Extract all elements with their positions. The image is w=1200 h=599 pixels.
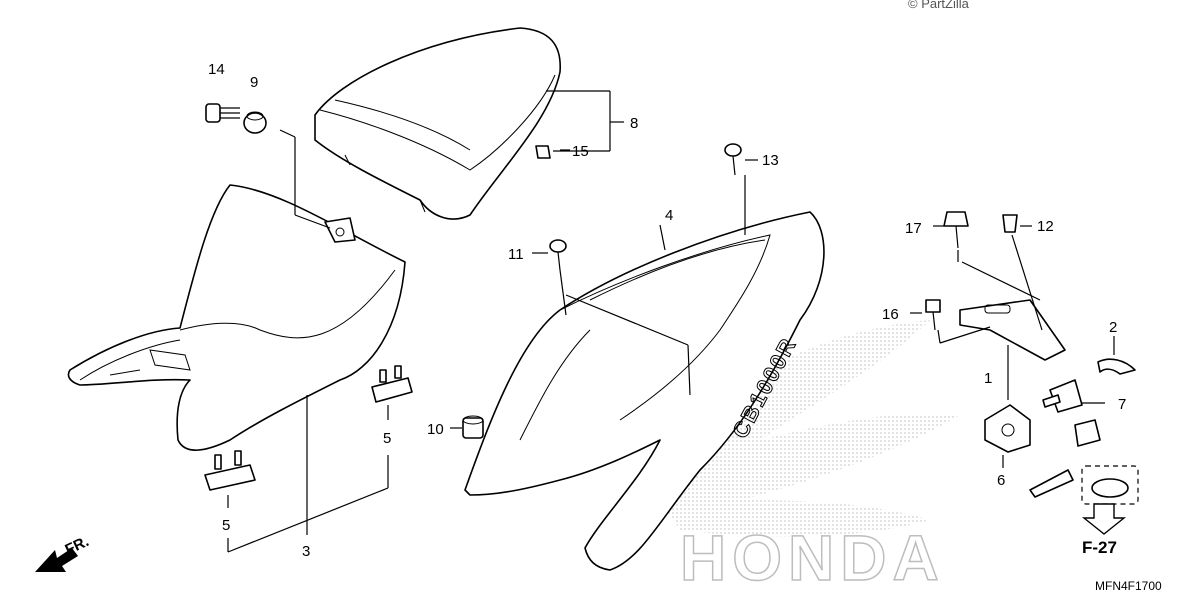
callout-5-right: 5 [383, 430, 391, 447]
rubber-cushion-left [204, 450, 256, 491]
front-arrow: FR. [35, 533, 92, 572]
grommet-10 [462, 415, 484, 439]
seat-catch-bracket [959, 299, 1066, 361]
collar-9 [243, 111, 267, 134]
callout-4: 4 [665, 207, 673, 224]
callout-5-left: 5 [222, 517, 230, 534]
bolt-16 [925, 299, 941, 331]
callouts: 1 2 3 4 5 5 6 7 8 9 10 11 12 13 14 15 16… [208, 61, 1126, 560]
callout-13: 13 [762, 152, 779, 169]
callout-17: 17 [905, 220, 922, 237]
screw-13 [724, 143, 742, 176]
callout-8: 8 [630, 115, 638, 132]
bolt-17 [943, 211, 969, 249]
callout-16: 16 [882, 306, 899, 323]
leader-lines [227, 90, 1115, 553]
seat-catch-6 [984, 404, 1031, 453]
cap-inset [1081, 465, 1139, 505]
screw-11 [549, 239, 567, 271]
callout-14: 14 [208, 61, 225, 78]
callout-6: 6 [997, 472, 1005, 489]
reference-arrow: F-27 [1082, 503, 1126, 557]
pillion-seat [314, 27, 561, 220]
watermark-text: HONDA [680, 522, 945, 594]
front-label: FR. [63, 533, 92, 559]
bolt-14 [205, 103, 240, 123]
callout-11: 11 [508, 246, 524, 263]
rider-seat [67, 184, 406, 451]
hook-2 [1097, 358, 1136, 375]
key-lock-7 [1029, 379, 1101, 498]
callout-3: 3 [302, 543, 310, 560]
honda-wing-watermark: HONDA [640, 320, 960, 595]
callout-15: 15 [572, 143, 589, 160]
copyright-text: © PartZilla [908, 0, 970, 11]
callout-9: 9 [250, 74, 258, 91]
rubber-cushion-right [371, 365, 413, 403]
callout-2: 2 [1109, 319, 1117, 336]
callout-10: 10 [427, 421, 444, 438]
callout-12: 12 [1037, 218, 1054, 235]
reference-label: F-27 [1082, 538, 1117, 557]
callout-7: 7 [1118, 396, 1126, 413]
diagram-code: MFN4F1700 [1095, 579, 1162, 593]
callout-1: 1 [984, 370, 992, 387]
clip-15 [535, 145, 551, 159]
bolt-12 [1002, 214, 1018, 233]
